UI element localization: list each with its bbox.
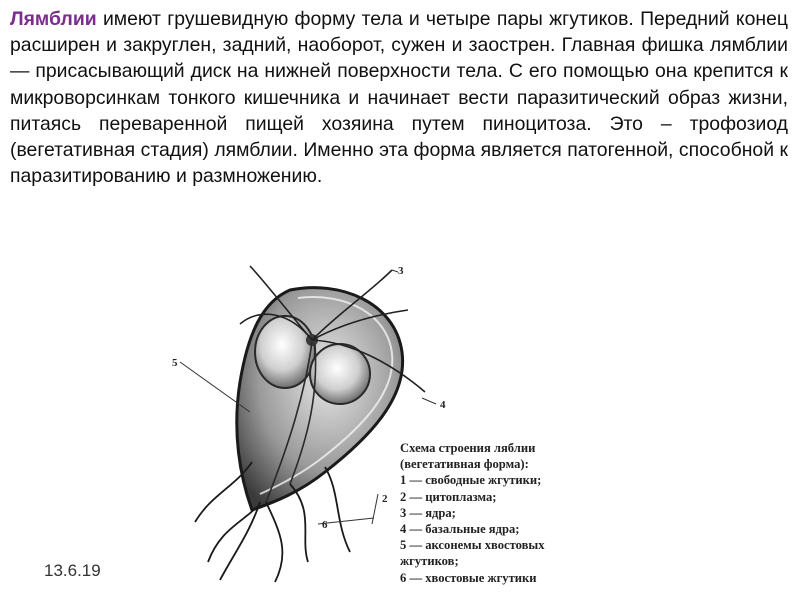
description-body: имеют грушевидную форму тела и четыре па…: [10, 8, 788, 188]
anterior-flagella: [239, 265, 426, 393]
cell-rim: [259, 296, 394, 495]
legend-item: 1 — свободные жгутики;: [400, 473, 542, 488]
tail-flagella: [194, 461, 351, 583]
slide-date: 13.6.19: [44, 561, 101, 580]
giardia-illustration: 3 4 5 6 2: [172, 265, 446, 583]
legend-item: 5 — аксонемы хвостовых: [400, 538, 545, 553]
giardia-diagram: 3 4 5 6 2: [140, 262, 470, 592]
label-leaders: [179, 269, 437, 525]
term-highlight: Лямблии: [10, 8, 97, 30]
axonemes: [265, 341, 317, 503]
figure-label-6: 6: [322, 519, 328, 531]
nucleus-right: [309, 343, 371, 405]
figure-label-4: 4: [440, 399, 446, 411]
legend-item: жгутиков;: [400, 554, 459, 569]
legend-title-line1: Схема строения ляблии: [400, 441, 536, 455]
figure-legend: Схема строения ляблии (вегетативная форм…: [400, 440, 600, 586]
legend-item: 4 — базальные ядра;: [400, 522, 520, 537]
description-paragraph: Лямблии имеют грушевидную форму тела и ч…: [10, 6, 788, 189]
figure-label-5: 5: [172, 357, 178, 369]
legend-item: 2 — цитоплазма;: [400, 489, 497, 504]
figure-label-2: 2: [382, 493, 388, 505]
legend-item: 3 — ядра;: [400, 505, 456, 520]
figure-label-3: 3: [398, 265, 404, 277]
legend-title-line2: (вегетативная форма):: [400, 457, 529, 472]
legend-item: 6 — хвостовые жгутики: [400, 570, 537, 585]
